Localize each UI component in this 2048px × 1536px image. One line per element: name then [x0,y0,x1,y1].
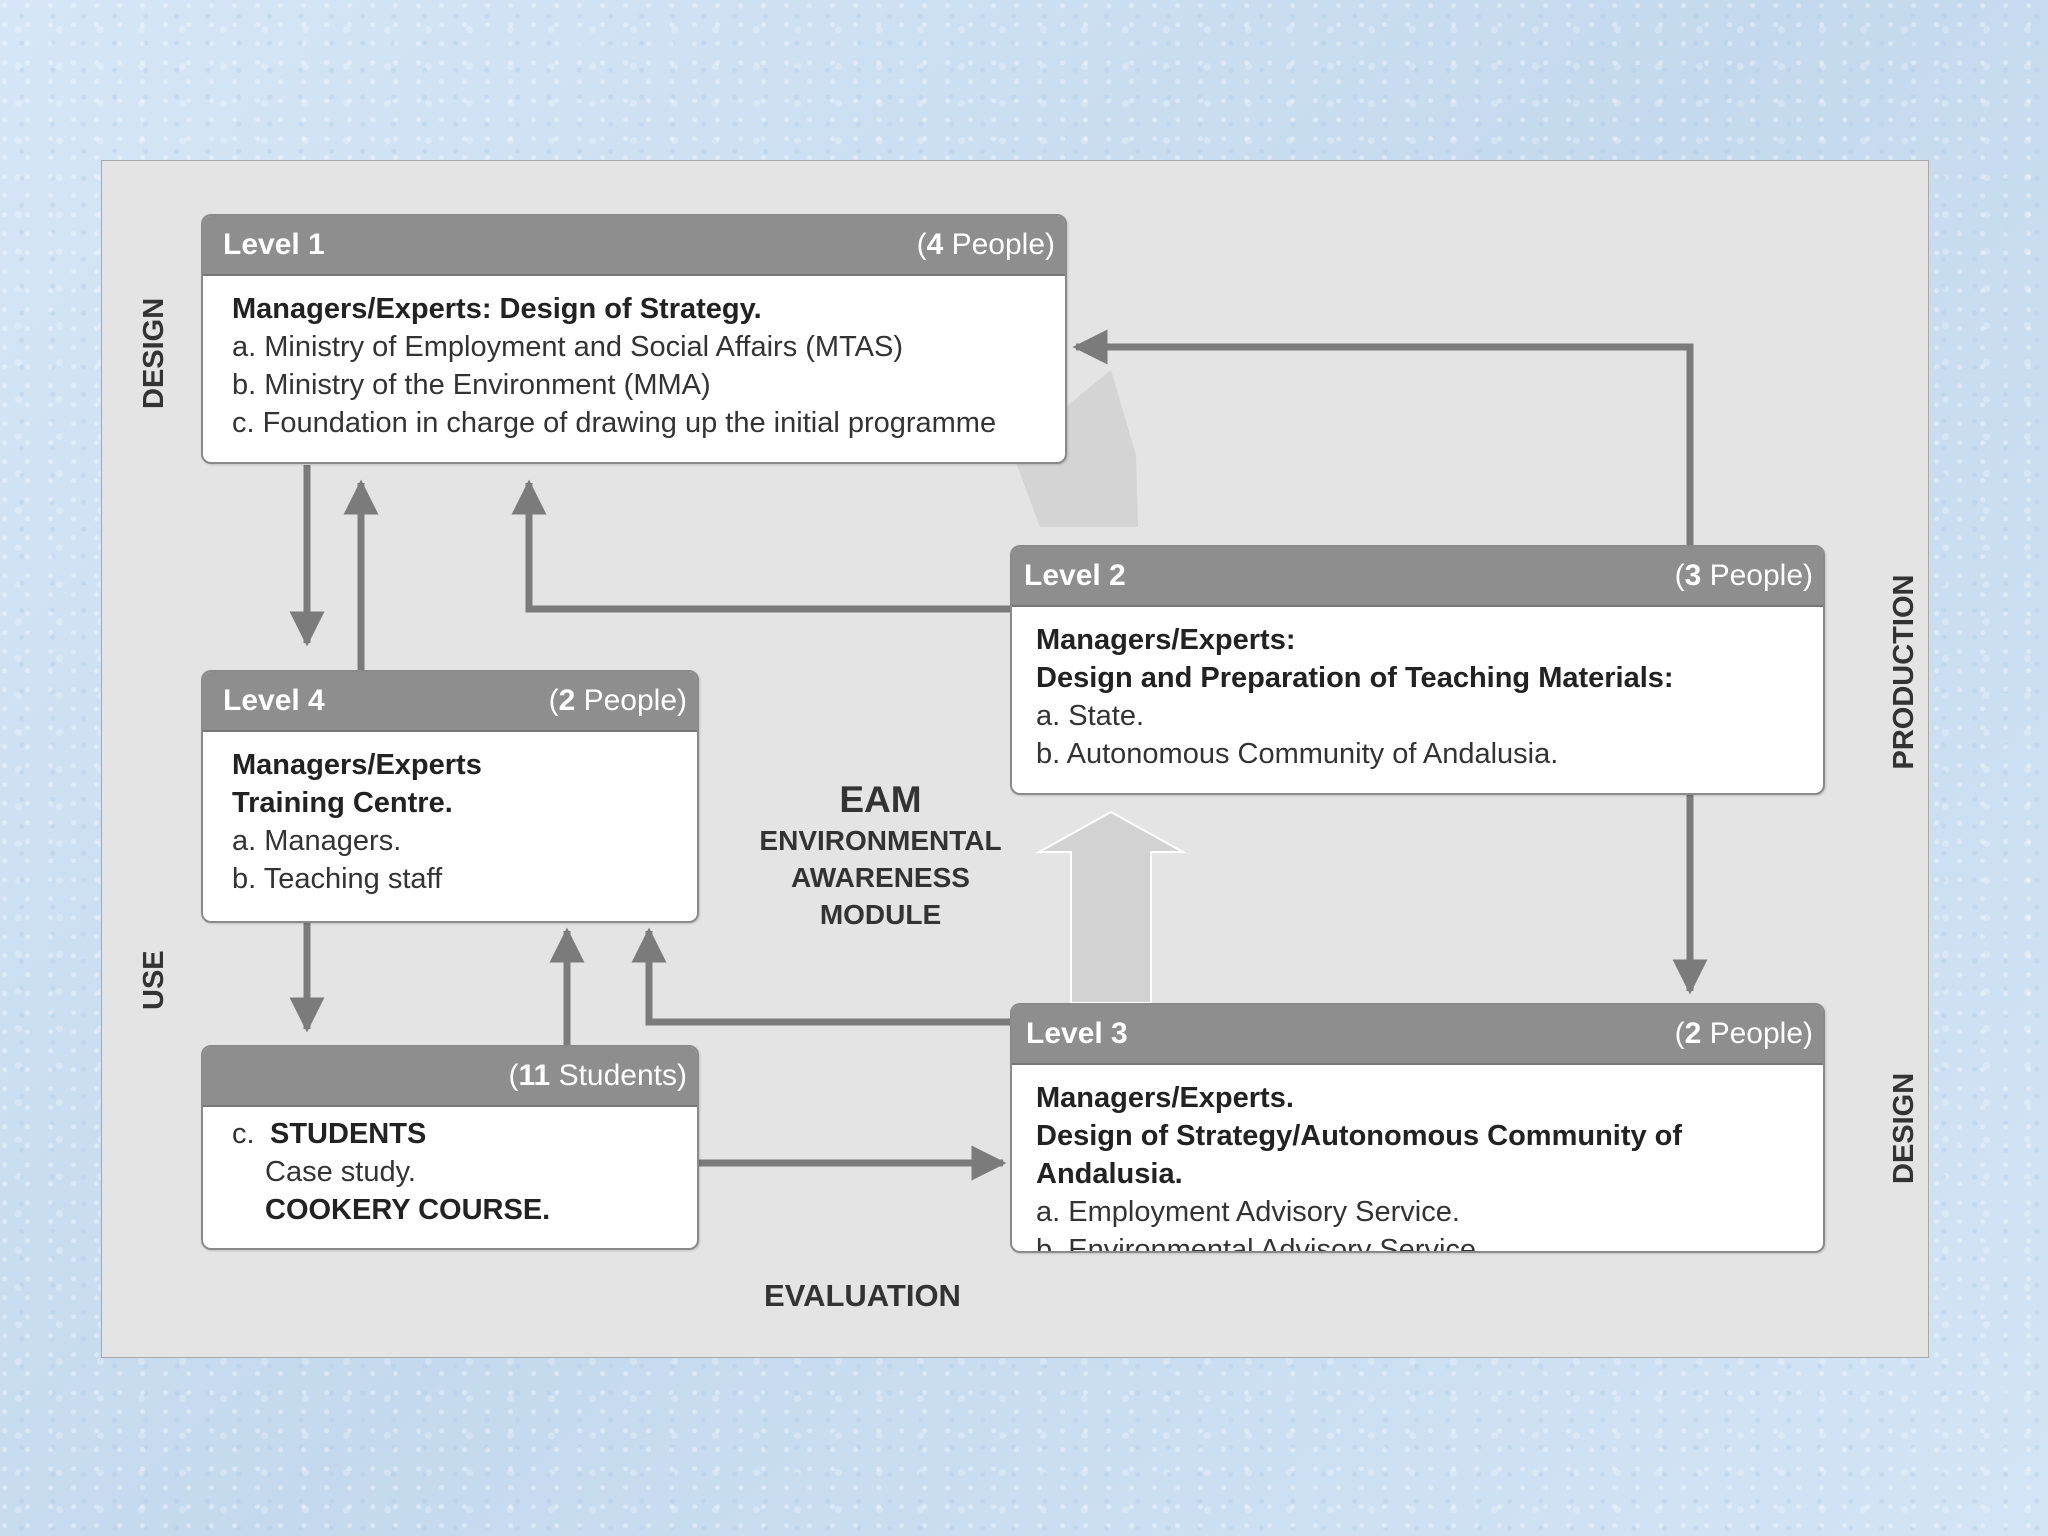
level4-label: Level 4 [223,684,325,717]
level1-count: (4 People) [916,228,1055,261]
students-prefix: c. [232,1118,255,1150]
level1-box: Level 1 (4 People) Managers/Experts: Des… [201,214,1067,464]
eam-label: EAM ENVIRONMENTAL AWARENESS MODULE [748,778,1013,933]
arrow-level3-to-level4 [631,927,1012,1026]
level1-title: Managers/Experts: Design of Strategy. [232,293,762,325]
level4-body: Managers/Experts Training Centre. a. Man… [203,732,697,898]
students-body: c. STUDENTS Case study. COOKERY COURSE. [203,1107,697,1229]
level1-body: Managers/Experts: Design of Strategy. a.… [203,276,1065,442]
level3-item: b. Environmental Advisory Service. [1036,1234,1485,1253]
big-arrow-level1-to-level2 [1015,370,1138,527]
label-use: USE [138,950,170,1010]
level2-title: Managers/Experts: [1036,624,1296,656]
eam-line2: AWARENESS [791,862,970,893]
level4-box: Level 4 (2 People) Managers/Experts Trai… [201,670,699,923]
level2-subtitle: Design and Preparation of Teaching Mater… [1036,662,1674,694]
level4-subtitle: Training Centre. [232,787,453,819]
level4-header: Level 4 (2 People) [203,672,697,732]
students-header: (11 Students) [203,1047,697,1107]
students-line1: c. STUDENTS [232,1115,697,1153]
level3-body: Managers/Experts. Design of Strategy/Aut… [1012,1065,1823,1253]
level1-item: b. Ministry of the Environment (MMA) [232,369,711,401]
label-design-top: DESIGN [138,297,170,409]
level3-count: (2 People) [1674,1017,1813,1050]
students-course: COOKERY COURSE. [265,1194,551,1226]
level1-item: a. Ministry of Employment and Social Aff… [232,331,903,363]
level4-item: b. Teaching staff [232,863,443,895]
level2-body: Managers/Experts: Design and Preparation… [1012,607,1823,773]
big-arrow-level3-to-level2 [1035,810,1187,1004]
eam-acronym: EAM [839,779,922,820]
level2-item: a. State. [1036,700,1145,732]
level2-box: Level 2 (3 People) Managers/Experts: Des… [1010,545,1825,795]
level3-title: Managers/Experts. [1036,1082,1294,1114]
level3-box: Level 3 (2 People) Managers/Experts. Des… [1010,1003,1825,1253]
level4-item: a. Managers. [232,825,402,857]
label-evaluation: EVALUATION [764,1278,961,1313]
students-box: (11 Students) c. STUDENTS Case study. CO… [201,1045,699,1250]
level1-label: Level 1 [223,228,325,261]
level2-count: (3 People) [1674,559,1813,592]
level4-title: Managers/Experts [232,749,482,781]
level3-label: Level 3 [1026,1017,1128,1050]
students-case-study: Case study. [265,1156,416,1188]
level1-item: c. Foundation in charge of drawing up th… [232,407,997,439]
level3-item: a. Employment Advisory Service. [1036,1196,1460,1228]
students-count: (11 Students) [508,1059,687,1092]
level3-subtitle: Design of Strategy/Autonomous Community … [1036,1120,1683,1190]
label-production: PRODUCTION [1888,574,1920,770]
level2-header: Level 2 (3 People) [1012,547,1823,607]
level2-item: b. Autonomous Community of Andalusia. [1036,738,1559,770]
level2-label: Level 2 [1024,559,1126,592]
arrow-level2-to-level1-right [1072,329,1694,545]
level1-header: Level 1 (4 People) [203,216,1065,276]
eam-line3: MODULE [819,899,942,930]
eam-line1: ENVIRONMENTAL [759,825,1002,856]
students-title: STUDENTS [270,1118,427,1150]
arrow-level2-to-level1-left [511,479,1012,613]
level4-count: (2 People) [548,684,687,717]
label-design-bottom: DESIGN [1888,1072,1920,1184]
level3-header: Level 3 (2 People) [1012,1005,1823,1065]
